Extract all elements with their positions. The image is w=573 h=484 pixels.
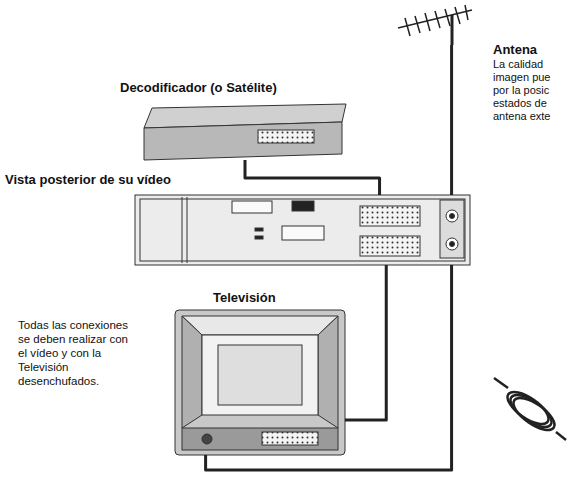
cable-connector: [451, 45, 452, 195]
cable-connector: [206, 265, 452, 470]
television-rear: [175, 310, 345, 455]
antenna-symbol: [398, 5, 472, 45]
node-heading: Decodificador (o Satélite): [120, 80, 277, 95]
cable-line: [206, 265, 452, 470]
cable-coil: [494, 378, 566, 440]
antenna: AntenaLa calidad imagen pue por la posic…: [396, 4, 474, 45]
note-text: Todas las conexiones se deben realizar c…: [18, 318, 136, 388]
video-rear-panel: [135, 195, 470, 265]
video-rear-panel: Vista posterior de su vídeo: [135, 195, 470, 265]
node-heading: Televisión: [213, 290, 276, 305]
cable-line: [450, 45, 453, 195]
television: Televisión: [175, 310, 345, 455]
node-heading: Vista posterior de su vídeo: [5, 172, 171, 187]
decoder-box: [144, 104, 346, 160]
cable-connector: [245, 160, 380, 195]
cable-line: [245, 160, 380, 195]
cable-connector: [345, 265, 386, 420]
decoder-box: Decodificador (o Satélite): [144, 104, 346, 160]
node-heading: Antena: [493, 42, 537, 57]
cable-line: [345, 265, 386, 420]
node-description: La calidad imagen pue por la posic estad…: [493, 58, 569, 123]
